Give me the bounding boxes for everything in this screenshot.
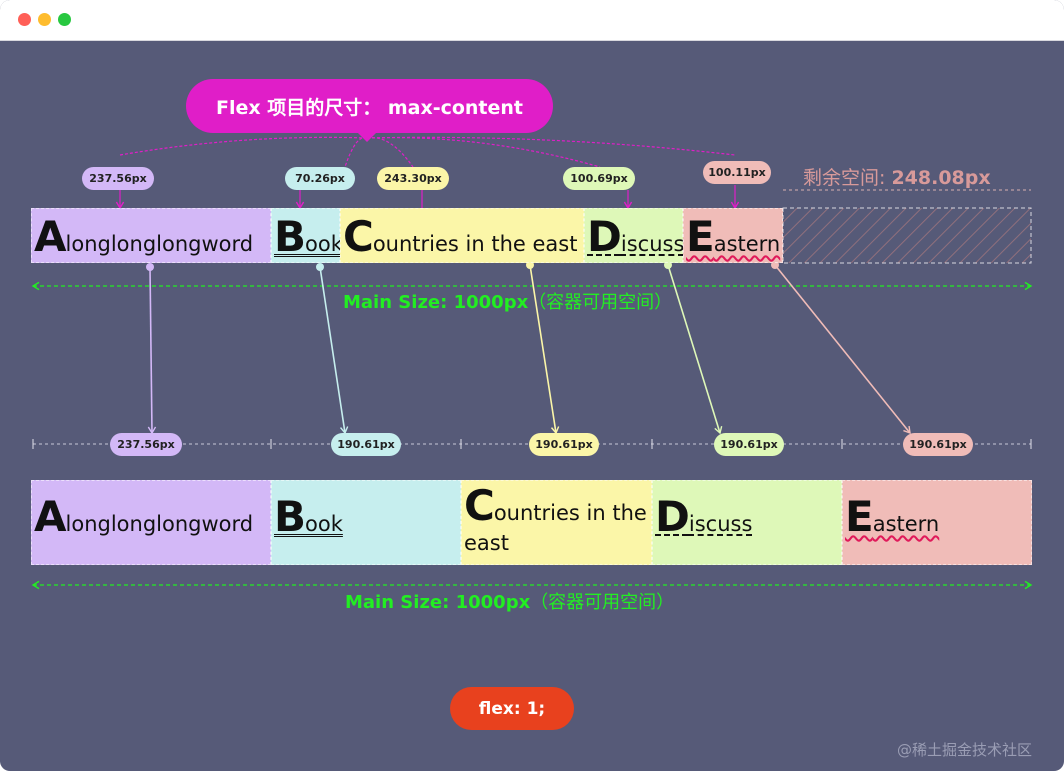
item-e-bottom-text: astern: [872, 512, 940, 536]
heading-connector-2: [366, 136, 414, 168]
item-b-text: ook: [305, 232, 343, 256]
bottom-width-label-a: 237.56px: [110, 433, 182, 456]
bottom-main-size-right-head: [1024, 580, 1033, 590]
item-a-initial: A: [34, 212, 67, 261]
flow-connector-0: [149, 266, 153, 434]
diagram-canvas: Flex 项目的尺寸： max-content 237.56px 70.26px…: [0, 40, 1064, 771]
top-width-label-b: 70.26px: [285, 167, 355, 190]
flex-item-c-bottom: Countries in the east: [461, 480, 652, 565]
flow-connector-1: [319, 266, 346, 434]
item-b-bottom-initial: B: [274, 492, 306, 541]
item-d-bottom-initial: D: [655, 492, 690, 541]
item-d-text: iscuss: [620, 232, 685, 256]
item-e-bottom-initial: E: [845, 492, 874, 541]
bottom-main-size-text: Main Size: 1000px: [345, 592, 531, 613]
flex-item-a-bottom: Alonglonglongword: [31, 480, 271, 565]
flow-connector-3: [667, 264, 721, 434]
heading-connector-4: [366, 136, 736, 156]
item-c-initial: C: [343, 212, 374, 261]
flow-connector-dot-0: [146, 263, 154, 271]
flow-connector-dot-1: [316, 263, 324, 271]
heading-pointer: [355, 130, 379, 142]
flex-item-d-bottom: Discuss: [652, 480, 842, 565]
flex-item-e-bottom: Eastern: [842, 480, 1032, 565]
bottom-width-label-c: 190.61px: [529, 433, 599, 456]
flow-connector-2: [529, 264, 557, 434]
watermark: @稀土掘金技术社区: [897, 741, 1033, 759]
remaining-space-area: [782, 207, 1032, 264]
remaining-space-caption: 剩余空间:: [803, 167, 886, 189]
item-a-text: longlonglongword: [65, 232, 254, 256]
heading-bubble: Flex 项目的尺寸： max-content: [186, 79, 553, 133]
item-e-text: astern: [713, 232, 781, 256]
heading-connector-3: [366, 136, 601, 168]
heading-connector-0: [119, 136, 368, 156]
top-width-label-a: 237.56px: [82, 167, 154, 190]
top-main-size-text: Main Size: 1000px: [343, 292, 529, 313]
heading-title: Flex 项目的尺寸： max-content: [215, 96, 524, 119]
item-b-initial: B: [274, 212, 306, 261]
top-width-label-e: 100.11px: [703, 161, 771, 184]
item-c-bottom-text: ountries in the east: [464, 501, 647, 555]
flex-item-b-bottom: Book: [271, 480, 461, 565]
bottom-main-size-label: Main Size: 1000px（容器可用空间）: [345, 588, 674, 614]
flex-item-a-top: Alonglonglongword: [31, 208, 271, 263]
flex-item-c-top: Countries in the east: [340, 208, 584, 263]
remaining-space-value: 248.08px: [891, 167, 991, 189]
connector-layer: [31, 136, 1033, 590]
maximize-window-icon[interactable]: [58, 13, 71, 26]
top-main-size-left-head: [31, 281, 40, 291]
minimize-window-icon[interactable]: [38, 13, 51, 26]
flex-rule-button[interactable]: flex: 1;: [450, 687, 574, 730]
item-e-initial: E: [686, 212, 715, 261]
top-width-label-d: 100.69px: [563, 167, 635, 190]
flex-item-d-top: Discuss: [584, 208, 685, 263]
bottom-width-label-d: 190.61px: [714, 433, 784, 456]
top-main-size-label: Main Size: 1000px（容器可用空间）: [343, 288, 672, 314]
flex-rule-text: flex: 1;: [478, 698, 546, 719]
item-d-initial: D: [587, 212, 622, 261]
close-window-icon[interactable]: [18, 13, 31, 26]
item-d-bottom-text: iscuss: [688, 512, 753, 536]
flow-connector-4: [774, 264, 911, 434]
flow-connector-dot-2: [526, 261, 534, 269]
remaining-space-label: 剩余空间: 248.08px: [803, 163, 991, 190]
item-a-bottom-initial: A: [34, 492, 67, 541]
item-a-bottom-text: longlonglongword: [65, 512, 254, 536]
bottom-main-size-note: （容器可用空间）: [530, 592, 675, 613]
top-width-label-c: 243.30px: [377, 167, 449, 190]
bottom-width-label-b: 190.61px: [331, 433, 401, 456]
title-bar: [0, 0, 1064, 41]
flex-item-b-top: Book: [271, 208, 343, 263]
item-b-bottom-text: ook: [305, 512, 343, 536]
item-c-bottom-initial: C: [464, 481, 495, 530]
top-main-size-right-head: [1024, 281, 1033, 291]
flex-item-e-top: Eastern: [683, 208, 783, 263]
bottom-width-label-e: 190.61px: [903, 433, 973, 456]
item-c-text: ountries in the east: [372, 232, 578, 256]
bottom-main-size-left-head: [31, 580, 40, 590]
flow-connector-dot-4: [771, 261, 779, 269]
flow-connector-dot-3: [664, 261, 672, 269]
top-main-size-note: （容器可用空间）: [528, 292, 673, 313]
